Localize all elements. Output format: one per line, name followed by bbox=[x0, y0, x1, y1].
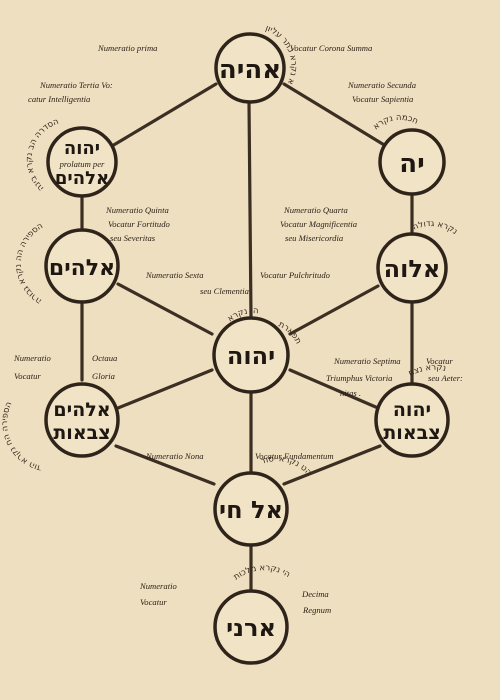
path-tiferet-hod bbox=[116, 368, 214, 410]
chokhmah-name: יה bbox=[399, 149, 425, 179]
node-netzach: יהוה צבאות bbox=[374, 382, 450, 458]
chokhmah-note-2: Vocatur Sapientia bbox=[352, 94, 413, 104]
tiferet-name: יהוה bbox=[227, 342, 275, 370]
hod-arc-text: הספירה הח נקרא הוד bbox=[0, 400, 43, 472]
gevurah-note-3: seu Severitas bbox=[110, 233, 156, 243]
node-chesed: אלוה bbox=[376, 232, 448, 304]
path-keter-chokhmah bbox=[282, 82, 388, 148]
node-gevurah: אלהים bbox=[44, 228, 120, 304]
chokhmah-note-1: Numeratio Secunda bbox=[347, 80, 416, 90]
netzach-note-2: Vocatur bbox=[426, 356, 453, 366]
hod-note-2: Vocatur bbox=[14, 371, 41, 381]
node-chokhmah: יה bbox=[378, 128, 446, 196]
hod-note-3: Octaua bbox=[92, 353, 117, 363]
malkhut-note-3: Decima bbox=[301, 589, 329, 599]
tiferet-note-2: Vocatur Pulchritudo bbox=[260, 270, 331, 280]
chesed-name: אלוה bbox=[384, 255, 441, 283]
netzach-name-bottom: צבאות bbox=[383, 422, 440, 444]
chesed-note-3: seu Misericordia bbox=[285, 233, 343, 243]
binah-note-2: catur Intelligentia bbox=[28, 94, 90, 104]
path-netzach-yesod bbox=[282, 444, 382, 486]
malkhut-note-4: Regnum bbox=[302, 605, 331, 615]
malkhut-name: ארני bbox=[226, 614, 276, 642]
gevurah-arc-text: הספירה הה נקרא גבורה bbox=[14, 221, 45, 306]
chesed-note-1: Numeratio Quarta bbox=[283, 205, 348, 215]
chesed-note-2: Vocatur Magnificentia bbox=[280, 219, 357, 229]
node-malkhut: ארני bbox=[213, 589, 289, 665]
path-keter-binah bbox=[110, 82, 218, 148]
keter-name: אהיה bbox=[219, 55, 281, 85]
yesod-note-left: Numeratio Nona bbox=[145, 451, 204, 461]
connecting-paths bbox=[80, 82, 414, 592]
netzach-name-top: יהוה bbox=[393, 399, 431, 421]
gevurah-note-2: Vocatur Fortitudo bbox=[108, 219, 171, 229]
node-yesod: אל חי bbox=[213, 471, 289, 547]
netzach-note-5: nitas . bbox=[340, 388, 361, 398]
hod-name-bottom: צבאות bbox=[53, 422, 110, 444]
yesod-note-right: Vocatur Fundamentum bbox=[255, 451, 334, 461]
tiferet-note-3: seu Clementia bbox=[200, 286, 249, 296]
hod-note-1: Numeratio bbox=[13, 353, 51, 363]
malkhut-note-1: Numeratio bbox=[139, 581, 177, 591]
path-keter-tiferet bbox=[247, 100, 253, 320]
hod-name-top: אלהים bbox=[53, 399, 110, 421]
binah-latin: prolatum per bbox=[59, 159, 105, 169]
binah-name-top: יהוה bbox=[64, 138, 100, 159]
netzach-note-1: Numeratio Septima bbox=[333, 356, 401, 366]
netzach-note-4: seu Aeter: bbox=[428, 373, 463, 383]
path-tiferet-netzach bbox=[288, 368, 380, 410]
gevurah-name: אלהים bbox=[49, 256, 115, 281]
hod-note-4: Gloria bbox=[92, 371, 115, 381]
node-tiferet: יהוה bbox=[212, 316, 290, 394]
path-hod-yesod bbox=[114, 444, 216, 486]
latin-annotations: Numeratio prima Vocatur Corona Summa Num… bbox=[13, 43, 463, 615]
node-keter: אהיה bbox=[214, 32, 286, 104]
malkhut-arc-text: הי נקרא מלכות bbox=[232, 563, 292, 582]
malkhut-note-2: Vocatur bbox=[140, 597, 167, 607]
path-gevurah-tiferet bbox=[116, 282, 214, 336]
netzach-note-3: Triumphus Victoria bbox=[326, 373, 392, 383]
node-hod: אלהים צבאות bbox=[44, 382, 120, 458]
path-chesed-tiferet bbox=[288, 284, 380, 336]
tiferet-note-1: Numeratio Sexta bbox=[145, 270, 204, 280]
yesod-name: אל חי bbox=[219, 496, 283, 524]
binah-name-bottom: אלהים bbox=[55, 168, 109, 189]
gevurah-note-1: Numeratio Quinta bbox=[105, 205, 169, 215]
node-binah: יהוה prolatum per אלהים bbox=[46, 126, 118, 198]
keter-note-left: Numeratio prima bbox=[97, 43, 157, 53]
keter-note-right: Vocatur Corona Summa bbox=[290, 43, 372, 53]
binah-note-1: Numeratio Tertia Vo: bbox=[39, 80, 113, 90]
